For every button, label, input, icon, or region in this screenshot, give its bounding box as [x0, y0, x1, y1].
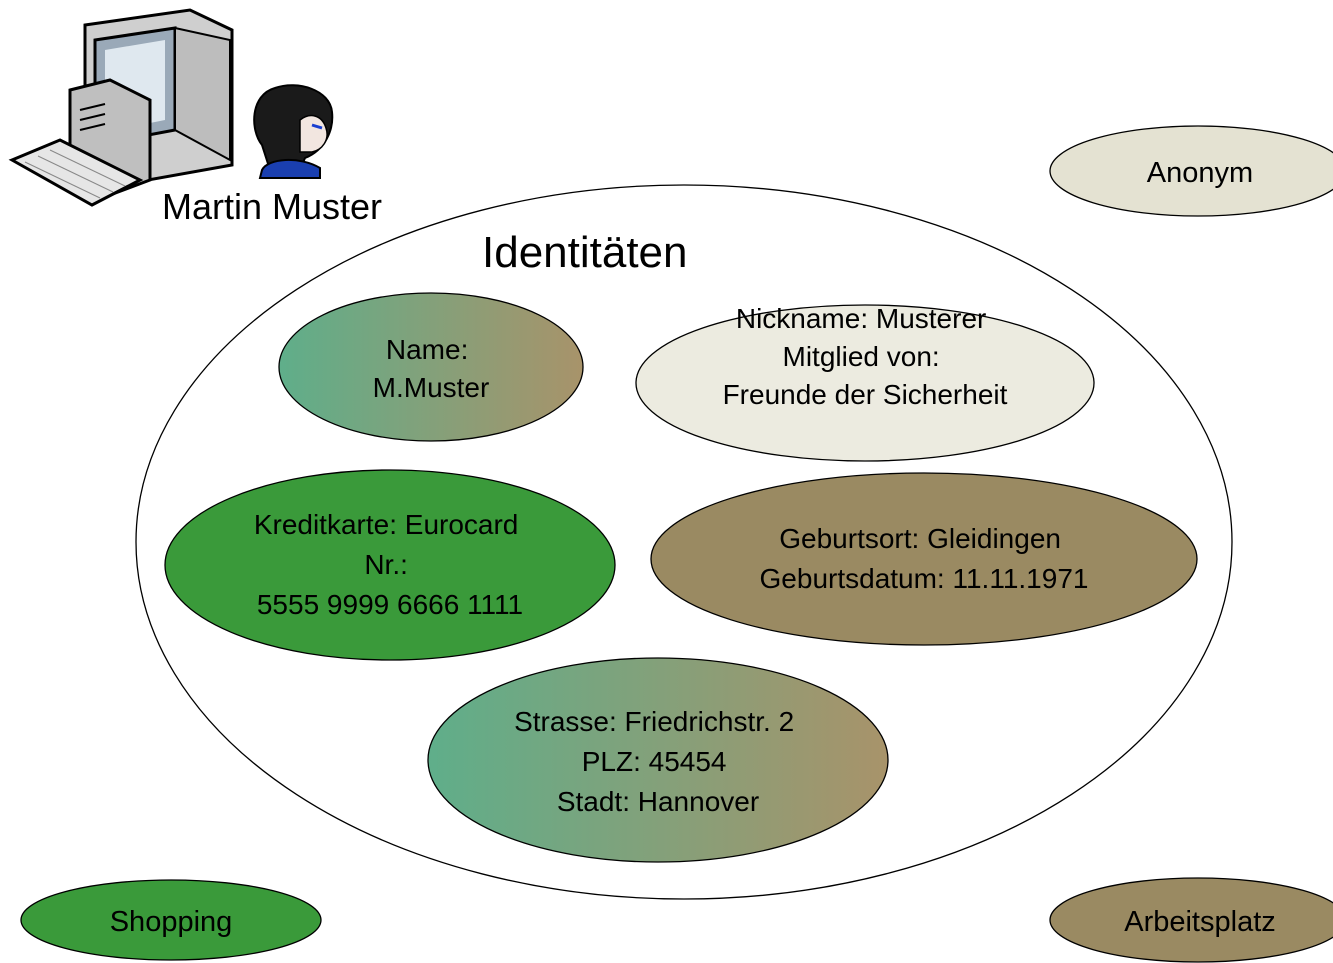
bubble-name-shape: [278, 292, 584, 442]
context-anonym-shape: [1049, 125, 1333, 217]
bubble-birth-shape: [650, 472, 1198, 646]
bubble-credit-shape: [164, 469, 616, 661]
bubble-address-shape: [427, 657, 889, 863]
bubble-nickname-text: Nickname: Musterer Mitglied von: Freunde…: [723, 303, 1008, 410]
context-work-shape: [1049, 877, 1333, 963]
context-work-label: Arbeitsplatz: [1124, 906, 1276, 938]
bubble-name-text: Name: M.Muster: [373, 334, 490, 403]
context-shopping-shape: [20, 879, 322, 961]
bubble-credit-text: Kreditkarte: Eurocard Nr.: 5555 9999 666…: [254, 509, 526, 620]
user-name: Martin Muster: [162, 186, 383, 227]
identities-boundary: [135, 184, 1233, 900]
computer-user-icon: [8, 8, 334, 207]
bubble-nickname-shape: [635, 304, 1095, 462]
context-shopping-label: Shopping: [110, 906, 233, 938]
diagram-title: Identitäten: [482, 228, 688, 277]
context-anonym-label: Anonym: [1147, 157, 1253, 189]
bubble-address-text: Strasse: Friedrichstr. 2 PLZ: 45454 Stad…: [514, 706, 802, 817]
bubble-birth-text: Geburtsort: Gleidingen Geburtsdatum: 11.…: [760, 523, 1089, 594]
